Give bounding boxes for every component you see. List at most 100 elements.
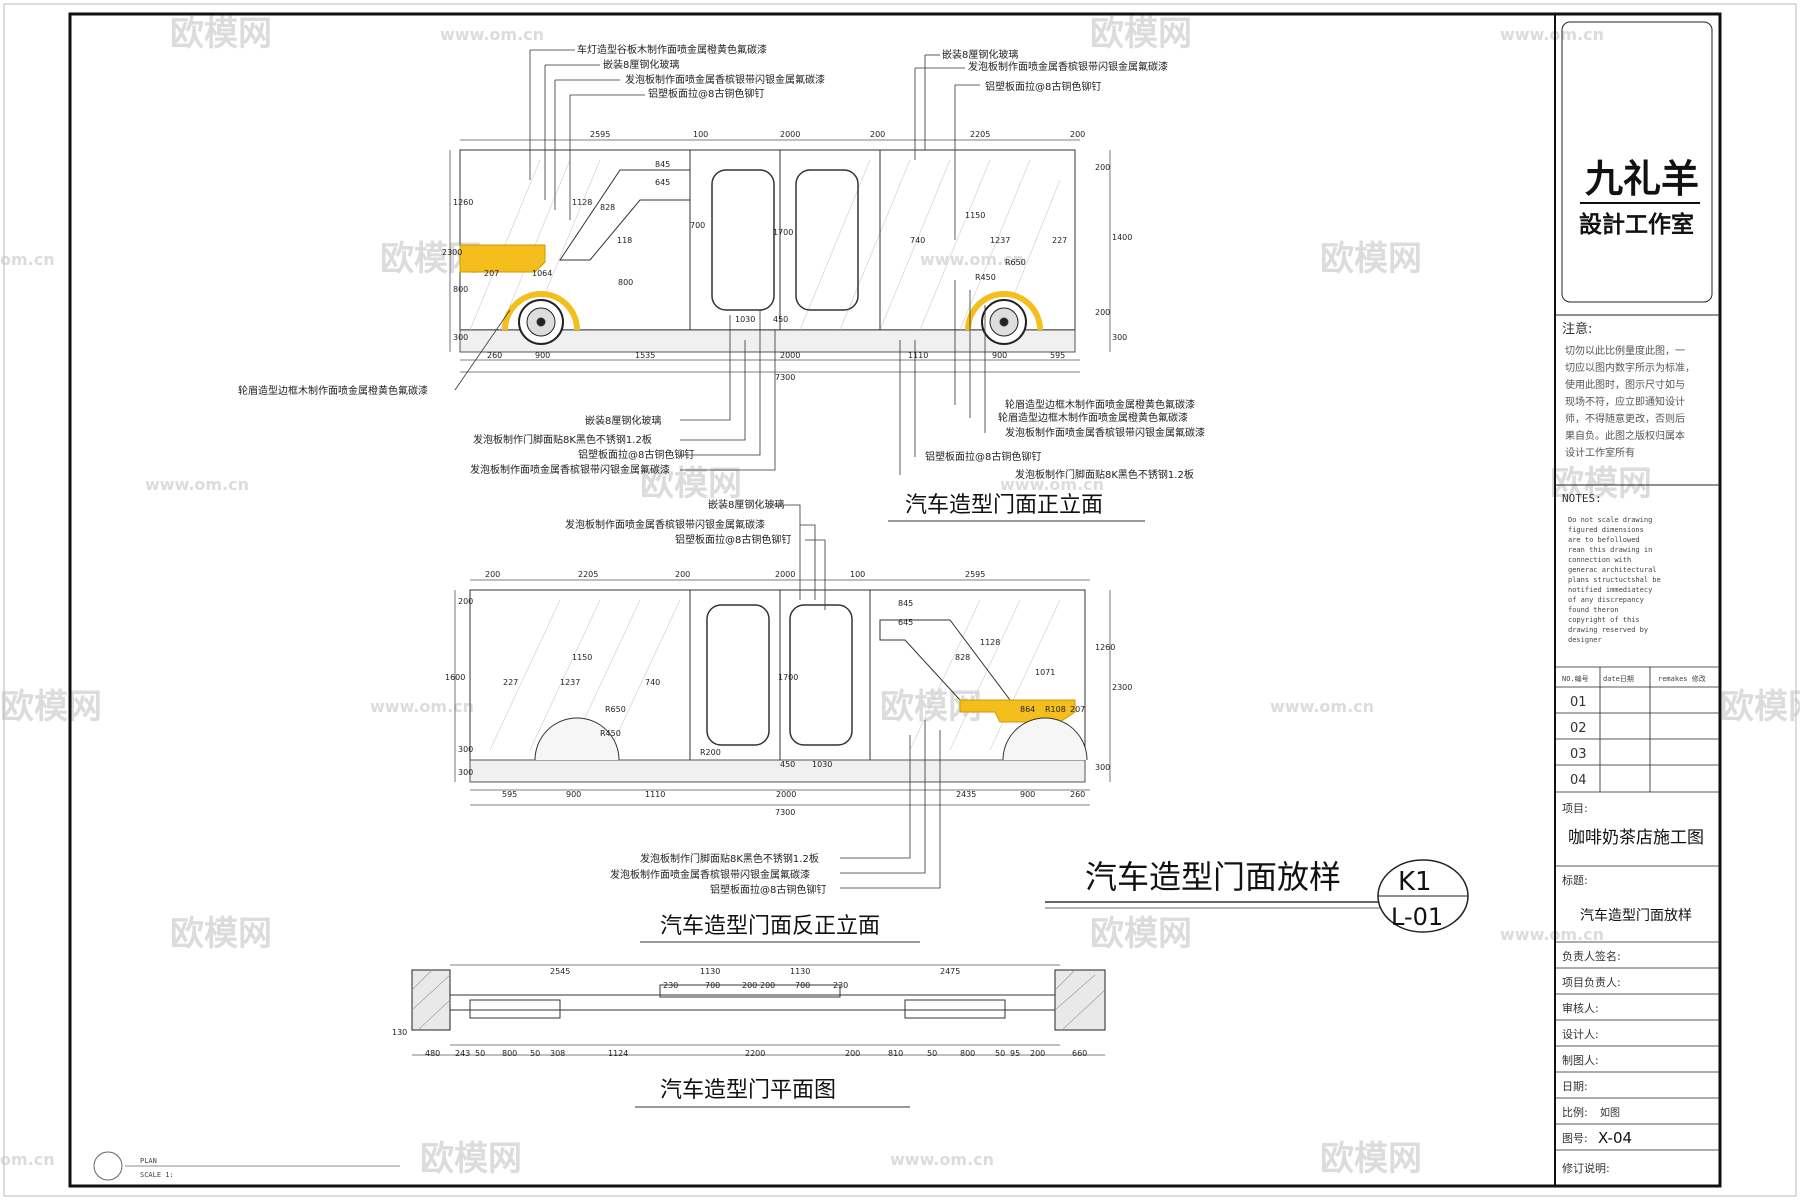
watermark-brand: 欧模网 xyxy=(1320,239,1422,279)
dim-label: 2000 xyxy=(780,351,800,360)
rev-row-number: 03 xyxy=(1570,747,1587,762)
logo-panel xyxy=(1561,21,1713,303)
note-text: 轮眉造型边框木制作面喷金属橙黄色氟碳漆 xyxy=(998,411,1188,424)
scale-label: PLAN SCALE 1: xyxy=(93,1151,400,1181)
dim-label: 200 xyxy=(1095,308,1110,317)
note-text: 铝塑板面拉@8古铜色铆钉 xyxy=(925,450,1041,463)
field-reviewer: 审核人: xyxy=(1562,1001,1599,1015)
rear-dimensions: 200 2205 200 2000 100 2595 595 900 1110 … xyxy=(445,570,1132,817)
plan-title: 汽车造型门平面图 xyxy=(660,1078,836,1103)
dim-label: 200 xyxy=(1070,130,1085,139)
dim-label: 660 xyxy=(1072,1049,1087,1058)
dim-label: 595 xyxy=(502,790,517,799)
notes-line: 师，不得随意更改，否则后 xyxy=(1565,412,1685,425)
dim-label: 260 xyxy=(487,351,502,360)
field-drawing-number: 图号: xyxy=(1562,1132,1588,1145)
dim-label: 645 xyxy=(898,618,913,627)
notes-en-line: generac architectural xyxy=(1568,566,1657,574)
dim-label: 200 xyxy=(458,597,473,606)
dim-label: 2300 xyxy=(1112,683,1132,692)
rev-header: NO.编号 xyxy=(1562,674,1589,683)
note-text: 发泡板制作面喷金属香槟银带闪银金属氟碳漆 xyxy=(1005,426,1205,439)
note-text: 发泡板制作门脚面贴8K黑色不锈钢1.2板 xyxy=(473,433,652,446)
watermark-site-short: om.cn xyxy=(0,250,55,269)
dim-total: 7300 xyxy=(775,373,795,382)
dim-label: 2475 xyxy=(940,967,960,976)
dim-label: 800 xyxy=(502,1049,517,1058)
dim-label: 810 xyxy=(888,1049,903,1058)
rev-row-number: 01 xyxy=(1570,695,1587,710)
dim-label: 1110 xyxy=(908,351,928,360)
dim-label: 2205 xyxy=(578,570,598,579)
dim-label: 700 xyxy=(705,981,720,990)
plan-label: PLAN xyxy=(140,1157,157,1165)
rev-row-number: 02 xyxy=(1570,721,1587,736)
dim-label: 2205 xyxy=(970,130,990,139)
watermark-brand: 欧模网 xyxy=(1320,1139,1422,1179)
dim-label: R650 xyxy=(1005,258,1026,267)
watermark-site: www.om.cn xyxy=(440,25,544,44)
dim-label: 900 xyxy=(992,351,1007,360)
dim-label: 50 xyxy=(530,1049,540,1058)
dim-label: 200 xyxy=(485,570,500,579)
dim-label: 900 xyxy=(566,790,581,799)
watermark-brand: 欧模网 xyxy=(1720,687,1800,727)
drawing-number-value: X-04 xyxy=(1598,1129,1632,1147)
dim-label: 1535 xyxy=(635,351,655,360)
watermark-brand: 欧模网 xyxy=(170,14,272,54)
rev-header: remakes 修改 xyxy=(1658,674,1706,683)
dim-label: 200 xyxy=(675,570,690,579)
note-text: 铝塑板面拉@8古铜色铆钉 xyxy=(985,80,1101,93)
sheet-code-top: K1 xyxy=(1398,867,1432,897)
watermark-site: www.om.cn xyxy=(1500,925,1604,944)
watermark-site: www.om.cn xyxy=(920,250,1024,269)
notes-en-line: designer xyxy=(1568,636,1602,644)
dim-label: 243 xyxy=(455,1049,470,1058)
dim-label: 227 xyxy=(503,678,518,687)
plan-view xyxy=(411,964,1106,1056)
dim-label: R108 xyxy=(1045,705,1066,714)
dim-label: 230 xyxy=(663,981,678,990)
dim-label: 740 xyxy=(645,678,660,687)
watermark-site: www.om.cn xyxy=(890,1150,994,1169)
dim-label: 200 xyxy=(1030,1049,1045,1058)
rev-header: date日期 xyxy=(1603,675,1634,683)
dim-label: 595 xyxy=(1050,351,1065,360)
rear-annotations: 嵌装8厘钢化玻璃 发泡板制作面喷金属香槟银带闪银金属氟碳漆 铝塑板面拉@8古铜色… xyxy=(565,498,941,943)
dim-label: 200 xyxy=(1095,163,1110,172)
field-date: 日期: xyxy=(1562,1080,1588,1093)
front-annotations: 车灯造型谷板木制作面喷金属橙黄色氟碳漆 嵌装8厘钢化玻璃 发泡板制作面喷金属香槟… xyxy=(238,43,1205,522)
dim-label: 2000 xyxy=(776,790,796,799)
dim-label: 1237 xyxy=(560,678,580,687)
dim-label: 1130 xyxy=(700,967,720,976)
dim-label: 1150 xyxy=(965,211,985,220)
dim-label: 207 xyxy=(1070,705,1085,714)
dim-label: 480 xyxy=(425,1049,440,1058)
notes-line: 使用此图时，图示尺寸如与 xyxy=(1565,378,1685,391)
dim-label: 2545 xyxy=(550,967,570,976)
dim-label: 200 xyxy=(845,1049,860,1058)
dim-label: 1700 xyxy=(778,673,798,682)
field-revision-notes: 修订说明: xyxy=(1562,1161,1610,1175)
dim-label: 230 xyxy=(833,981,848,990)
note-text: 嵌装8厘钢化玻璃 xyxy=(603,58,679,71)
dim-label: 1030 xyxy=(735,315,755,324)
front-elevation-title: 汽车造型门面正立面 xyxy=(905,493,1103,518)
main-title-block: 汽车造型门面放样 K1 L-01 xyxy=(1045,858,1469,933)
dim-label: 800 xyxy=(960,1049,975,1058)
notes-en-line: found theron xyxy=(1568,606,1619,614)
project-value: 咖啡奶茶店施工图 xyxy=(1568,828,1704,848)
watermark-site: www.om.cn xyxy=(1270,697,1374,716)
notes-line: 果自负。此图之版权归属本 xyxy=(1565,429,1685,442)
dim-label: 1150 xyxy=(572,653,592,662)
dim-label: 1600 xyxy=(445,673,465,682)
notes-line: 现场不符，应立即通知设计 xyxy=(1565,395,1685,408)
note-text: 轮眉造型边框木制作面喷金属橙黄色氟碳漆 xyxy=(1005,398,1195,411)
note-text: 嵌装8厘钢化玻璃 xyxy=(708,498,784,511)
watermark-site: www.om.cn xyxy=(1500,25,1604,44)
notes-en-line: rean this drawing in xyxy=(1568,546,1652,554)
note-text: 轮眉造型边框木制作面喷金属橙黄色氟碳漆 xyxy=(238,384,428,397)
dim-label: 200 xyxy=(870,130,885,139)
dim-label: 207 xyxy=(484,269,499,278)
